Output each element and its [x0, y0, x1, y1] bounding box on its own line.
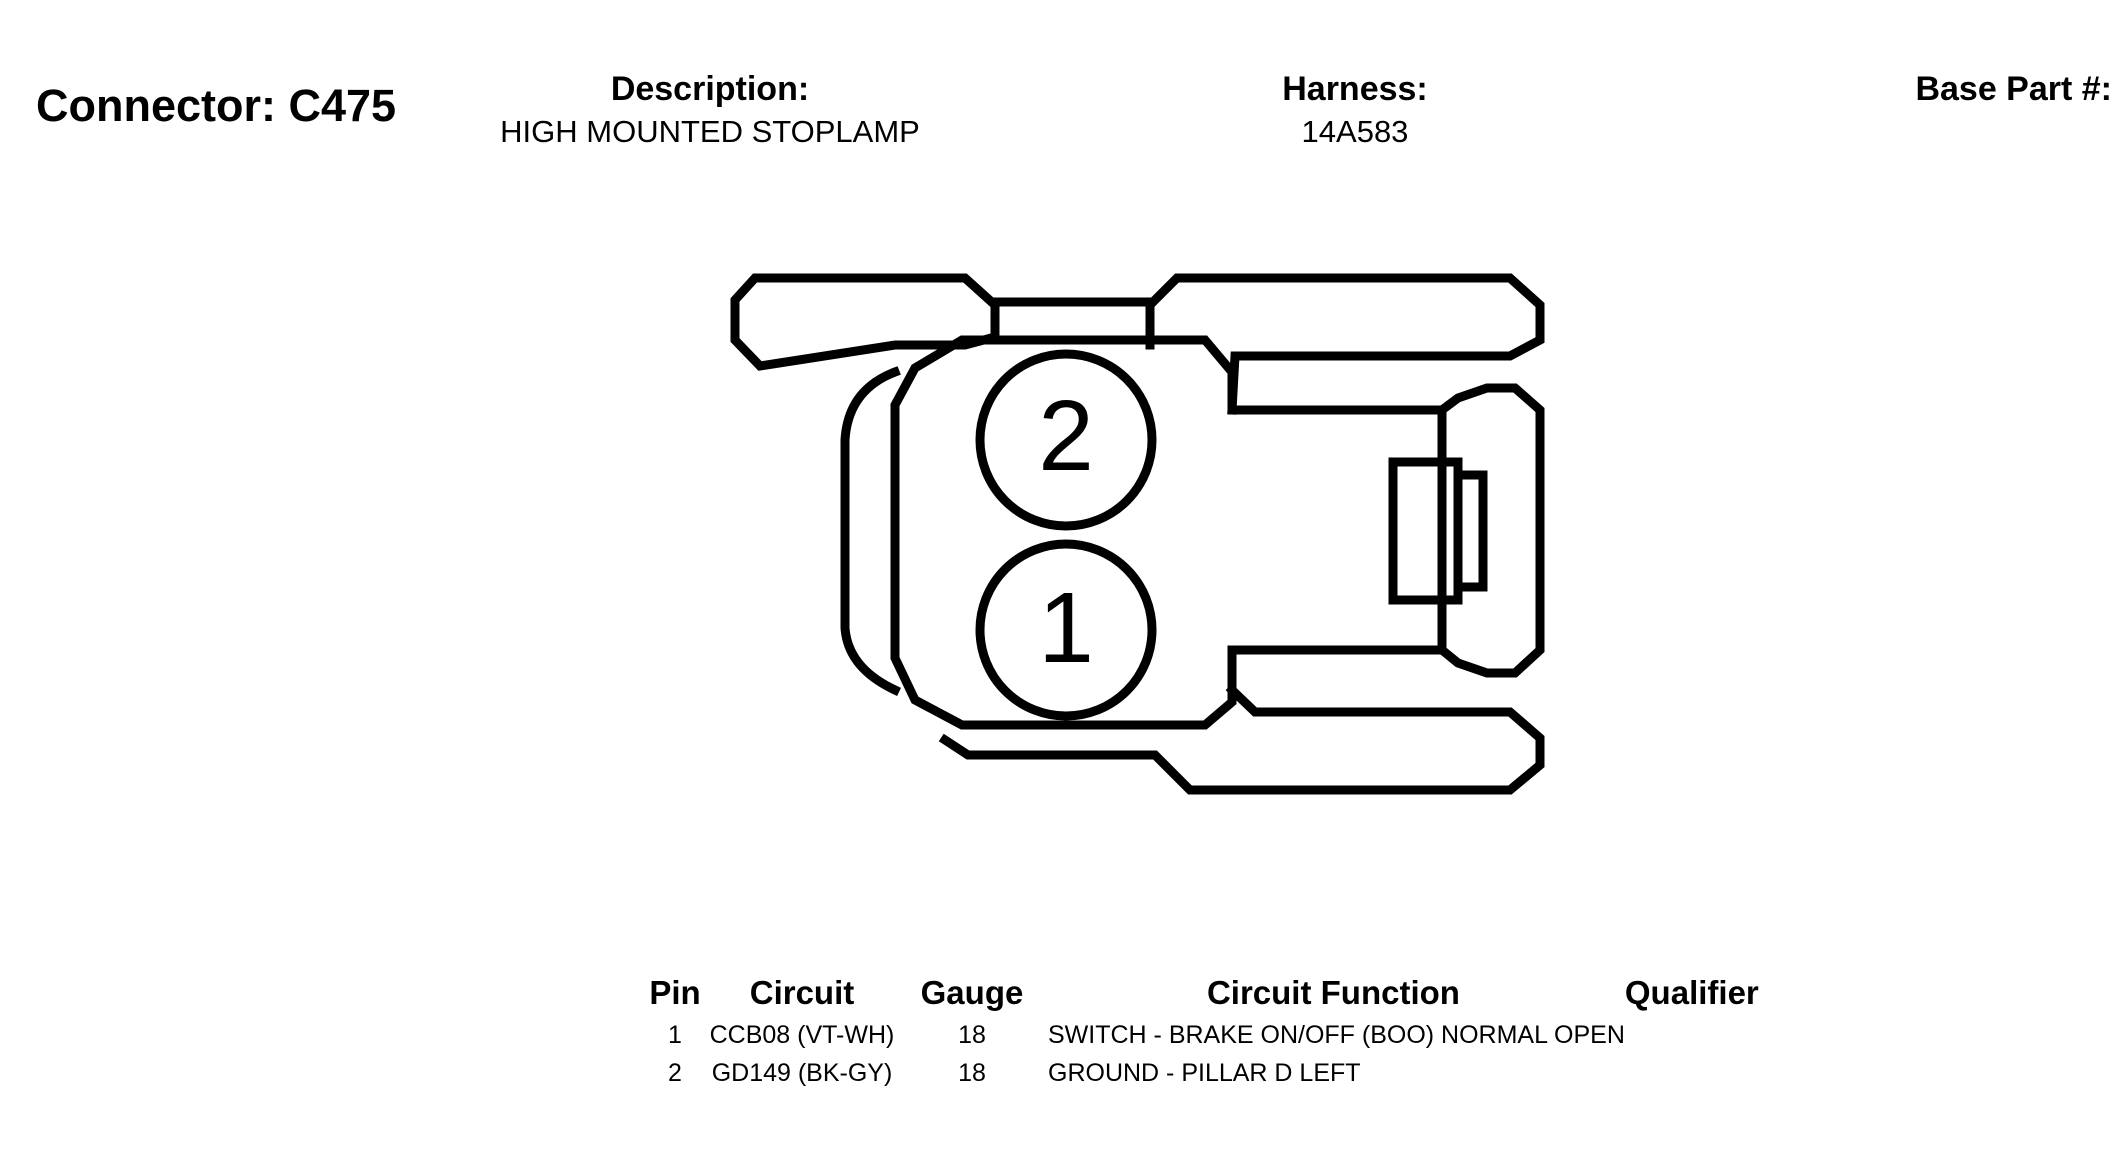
row-circuit: GD149 (BK-GY) [711, 1058, 893, 1087]
connector-title: Connector: C475 [36, 80, 397, 131]
pin-2-cavity [975, 349, 1157, 531]
right-latch [1435, 383, 1545, 678]
row-pin: 1 [668, 1020, 682, 1049]
row-function: GROUND - PILLAR D LEFT [1048, 1058, 1361, 1087]
base-part-label: Base Part #: [1915, 70, 2112, 108]
row-circuit: CCB08 (VT-WH) [709, 1020, 895, 1049]
pin-1-label: 1 [1038, 572, 1094, 684]
row-gauge: 18 [958, 1058, 986, 1087]
description-label: Description: [610, 70, 810, 108]
connector-body [890, 335, 1447, 730]
harness-value: 14A583 [1301, 114, 1409, 149]
header-pin: Pin [649, 974, 701, 1011]
top-left-latch [730, 273, 1000, 371]
key-tab-inner [1453, 470, 1488, 592]
row-qualifier [1625, 1016, 1785, 1054]
description-value: HIGH MOUNTED STOPLAMP [500, 114, 920, 149]
key-tab-outer [1388, 457, 1463, 605]
table-row: 2 GD149 (BK-GY) 18 GROUND - PILLAR D LEF… [648, 1054, 1785, 1092]
row-gauge: 18 [958, 1020, 986, 1049]
harness-label: Harness: [1282, 70, 1428, 108]
left-shell [840, 366, 901, 696]
row-pin: 2 [668, 1058, 682, 1087]
pin-2-label: 2 [1038, 380, 1094, 492]
row-function: SWITCH - BRAKE ON/OFF (BOO) NORMAL OPEN [1048, 1020, 1625, 1049]
header-gauge: Gauge [920, 974, 1024, 1011]
pin-1-cavity [975, 539, 1157, 721]
header-circuit-function: Circuit Function [1206, 974, 1460, 1011]
header-qualifier: Qualifier [1624, 974, 1759, 1011]
pin-table: Pin Circuit Gauge Circuit Function Quali… [648, 970, 1785, 1092]
header-circuit: Circuit [749, 974, 855, 1011]
table-header-row: Pin Circuit Gauge Circuit Function Quali… [648, 970, 1785, 1016]
row-qualifier [1625, 1054, 1785, 1092]
bottom-right-latch [938, 683, 1545, 795]
top-right-latch [1145, 273, 1545, 415]
table-row: 1 CCB08 (VT-WH) 18 SWITCH - BRAKE ON/OFF… [648, 1016, 1785, 1054]
